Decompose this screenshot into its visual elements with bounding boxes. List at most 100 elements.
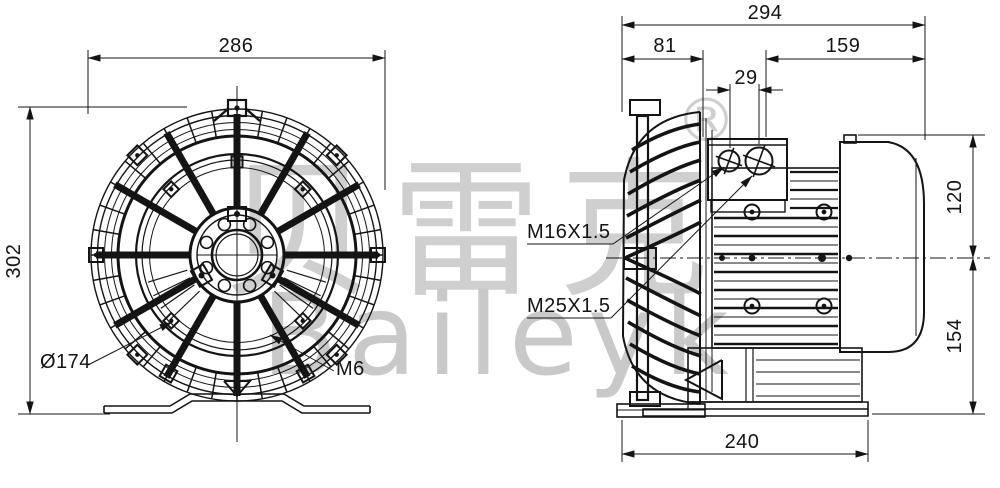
outer-clip-square [325, 343, 349, 367]
guard-spoke [275, 274, 361, 329]
guard-rib [99, 294, 126, 306]
guard-spoke [275, 181, 361, 236]
inner-clip-square-bolt [300, 318, 305, 323]
port-detail-line [279, 284, 314, 309]
outer-clip-square-bolt [334, 153, 339, 158]
hub-bolt-hole [242, 278, 257, 293]
guard-rib [276, 366, 288, 393]
hub-bolt-hole [242, 217, 257, 232]
port-detail-line [273, 290, 305, 321]
guard-rib [312, 345, 332, 368]
inner-clip-square-bolt [169, 187, 174, 192]
guard-rib [348, 294, 375, 306]
guard-rib [186, 117, 198, 144]
port-detail-line [147, 269, 188, 283]
inner-clip-square [162, 180, 181, 199]
side-dim-glands: 29 [734, 67, 757, 89]
guard-rib [327, 330, 350, 350]
side-dim-total: 294 [748, 2, 783, 24]
inner-clip-square [293, 180, 312, 199]
guard-rib [142, 142, 162, 165]
hub-bolt-hole [199, 235, 214, 250]
port-detail-line [286, 269, 327, 283]
outer-clip-square [125, 143, 149, 167]
hub-clamp-tab [260, 262, 285, 289]
foot-clamp-square-bolt [166, 371, 171, 376]
silencer-box [683, 347, 863, 403]
side-label-gland-large: M25X1.5 [527, 295, 611, 317]
side-dim-motor: 159 [826, 35, 861, 57]
shaft-end-dot [719, 255, 725, 261]
front-label-thread: M6 [336, 358, 365, 380]
motor-fan-cowl [839, 134, 925, 353]
port-detail-line [169, 290, 201, 321]
front-top-mount-tab [213, 98, 261, 122]
cable-gland-large [742, 144, 776, 178]
guard-rib [142, 345, 162, 368]
side-view: 294 81 159 29 120 154 240 M16X1.5 [527, 2, 990, 462]
guard-spoke [113, 274, 199, 329]
guard-rib [256, 111, 264, 138]
guard-spoke [163, 293, 218, 379]
hub-bolt-hole [260, 235, 275, 250]
outer-clip-square-bolt [93, 252, 99, 258]
guard-rib [93, 274, 120, 282]
side-guard-clips [623, 99, 661, 407]
side-dim-guard: 81 [653, 35, 676, 57]
motor-fins-generated [714, 170, 838, 346]
front-label-diameter: Ø174 [40, 351, 91, 373]
hub-bolt-hole [260, 260, 275, 275]
guard-spoke [256, 131, 311, 217]
guard-rib [210, 111, 218, 138]
cable-gland-small [715, 147, 743, 175]
inner-clip-square-bolt [234, 159, 240, 165]
front-dim-height: 302 [3, 244, 25, 279]
side-dim-lower-height: 154 [944, 319, 966, 354]
tie-bolt [743, 203, 833, 315]
guard-rib [276, 117, 288, 144]
outer-clip-square-bolt [375, 252, 381, 258]
inner-clip-square [293, 311, 312, 330]
hub-clamp-bolt [198, 272, 205, 279]
hub-clamp-bolt [234, 211, 240, 217]
outer-clip-square [88, 247, 104, 263]
front-view: 286 302 Ø174 M6 [3, 35, 386, 442]
outer-clip-square-bolt [135, 352, 140, 357]
port-detail-line [153, 277, 191, 297]
outer-clip-square [325, 143, 349, 167]
shaft-end-dot [845, 254, 853, 262]
hub-bolt-hole [217, 217, 232, 232]
guard-spoke [163, 131, 218, 217]
foot-clamp-square [295, 363, 316, 384]
hub-clamp-bolt [269, 272, 276, 279]
guard-ring [215, 233, 259, 277]
terminal-box [707, 138, 788, 213]
foot-clamp-square [158, 363, 179, 384]
shaft-end-dot [818, 254, 826, 262]
side-label-gland-small: M16X1.5 [527, 221, 611, 243]
hub-bolt-hole [217, 278, 232, 293]
outer-clip-square [370, 247, 386, 263]
inner-clip-square [230, 155, 244, 169]
side-dim-base: 240 [725, 431, 760, 453]
guard-rib [354, 274, 381, 282]
outer-clip-square-bolt [334, 352, 339, 357]
front-dim-width: 286 [219, 35, 254, 57]
motor-stator [711, 167, 841, 349]
guard-rib [99, 204, 126, 216]
guard-rib [93, 228, 120, 236]
guard-ring [210, 228, 264, 282]
outer-clip-square [125, 343, 149, 367]
guard-rib [124, 160, 147, 180]
guard-rib [348, 204, 375, 216]
flow-direction-triangle [683, 359, 723, 401]
guard-spoke [256, 293, 311, 379]
guard-rib [312, 142, 332, 165]
guard-rib [354, 228, 381, 236]
guard-rib [327, 160, 350, 180]
front-foot-bracket [103, 380, 371, 414]
hub-bolt-hole [199, 260, 214, 275]
base-plate [616, 401, 869, 418]
side-dimensions: 294 81 159 29 120 154 240 M16X1.5 [527, 2, 985, 462]
